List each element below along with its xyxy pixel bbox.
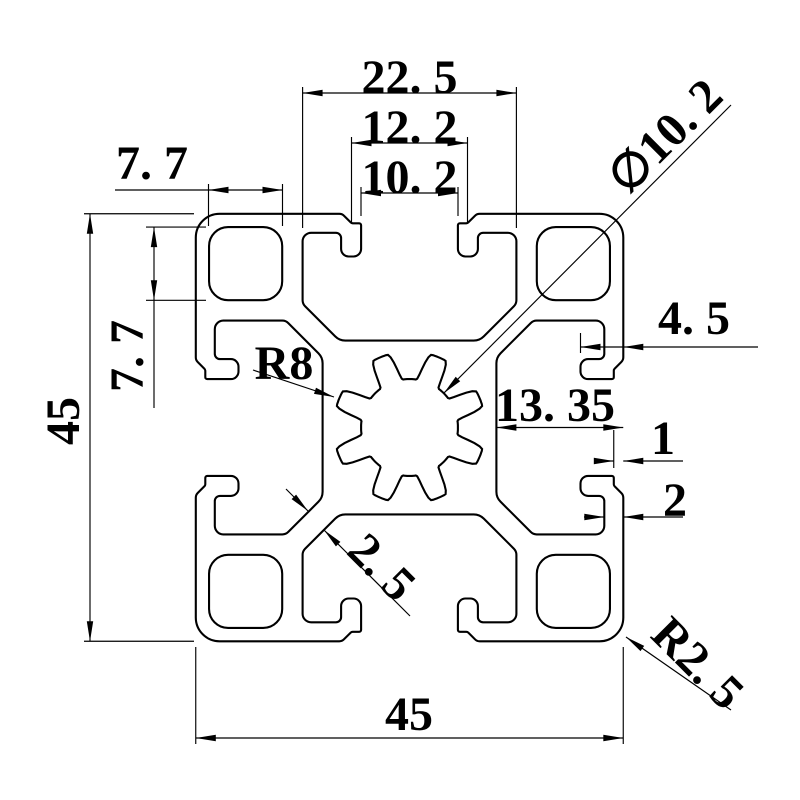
- dim-1-label: 1: [651, 412, 675, 465]
- corner-hole-top-left: [208, 226, 284, 302]
- profile-outer-contour: [194, 212, 625, 643]
- dim-2-label: 2: [663, 474, 687, 527]
- dimension-dim-2-5: 2. 5: [285, 488, 426, 617]
- dim-45-bottom-label: 45: [385, 688, 433, 741]
- dimension-dim-7-7-top: 7. 7: [115, 137, 284, 226]
- corner-hole-top-right: [535, 226, 611, 302]
- dimension-dim-45-bottom: 45: [195, 647, 624, 744]
- dimension-dim-1: 1: [593, 412, 683, 468]
- dimension-dim-22-5: 22. 5: [302, 51, 517, 228]
- dimension-dim-12-2: 12. 2: [350, 101, 469, 222]
- dim-45-left-label: 45: [37, 397, 90, 445]
- dim-7-7-left-label: 7. 7: [101, 320, 154, 392]
- dimension-dim-4-5: 4. 5: [579, 292, 758, 353]
- dimension-dim-45-left: 45: [37, 213, 194, 642]
- dim-10-2-label: 10. 2: [362, 151, 458, 204]
- dimension-dim-2: 2: [584, 474, 687, 527]
- profile-outline: [194, 212, 625, 643]
- dimension-dim-7-7-left: 7. 7: [101, 226, 206, 408]
- dim-7-7-top-label: 7. 7: [116, 137, 188, 190]
- corner-hole-bottom-right: [535, 553, 611, 629]
- center-bore: [335, 353, 484, 502]
- dim-r2-5-label: R2. 5: [641, 607, 754, 720]
- dimension-dim-r2-5: R2. 5: [625, 607, 754, 720]
- dim-13-35-label: 13. 35: [495, 379, 615, 432]
- dim-r8-label: R8: [255, 337, 314, 390]
- dimension-dim-10-2: 10. 2: [360, 151, 459, 216]
- dimension-dim-r8: R8: [252, 337, 335, 398]
- dim-22-5-label: 22. 5: [362, 51, 458, 104]
- dimension-dim-13-35: 13. 35: [495, 379, 624, 432]
- dim-12-2-label: 12. 2: [362, 101, 458, 154]
- dim-phi-10-2-label: ∅10. 2: [598, 69, 733, 204]
- corner-hole-bottom-left: [208, 553, 284, 629]
- dim-4-5-label: 4. 5: [658, 292, 730, 345]
